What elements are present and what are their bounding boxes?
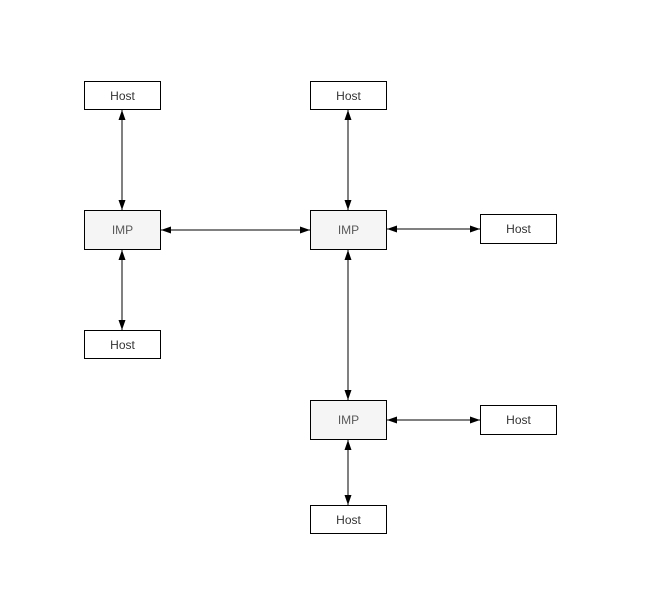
node-imp-left[interactable]: IMP [84,210,161,250]
host-label: Host [110,88,135,103]
node-imp-center[interactable]: IMP [310,210,387,250]
node-host-left-lower[interactable]: Host [84,330,161,359]
node-host-top-left[interactable]: Host [84,81,161,110]
node-host-right-lower[interactable]: Host [480,405,557,435]
imp-label: IMP [111,223,134,237]
host-label: Host [336,512,361,527]
imp-label: IMP [337,223,360,237]
node-host-right-middle[interactable]: Host [480,214,557,244]
imp-label: IMP [337,413,360,427]
node-host-bottom[interactable]: Host [310,505,387,534]
host-label: Host [506,222,531,236]
host-label: Host [336,88,361,103]
node-imp-lower[interactable]: IMP [310,400,387,440]
host-label: Host [506,413,531,427]
node-host-top-center[interactable]: Host [310,81,387,110]
host-label: Host [110,337,135,352]
